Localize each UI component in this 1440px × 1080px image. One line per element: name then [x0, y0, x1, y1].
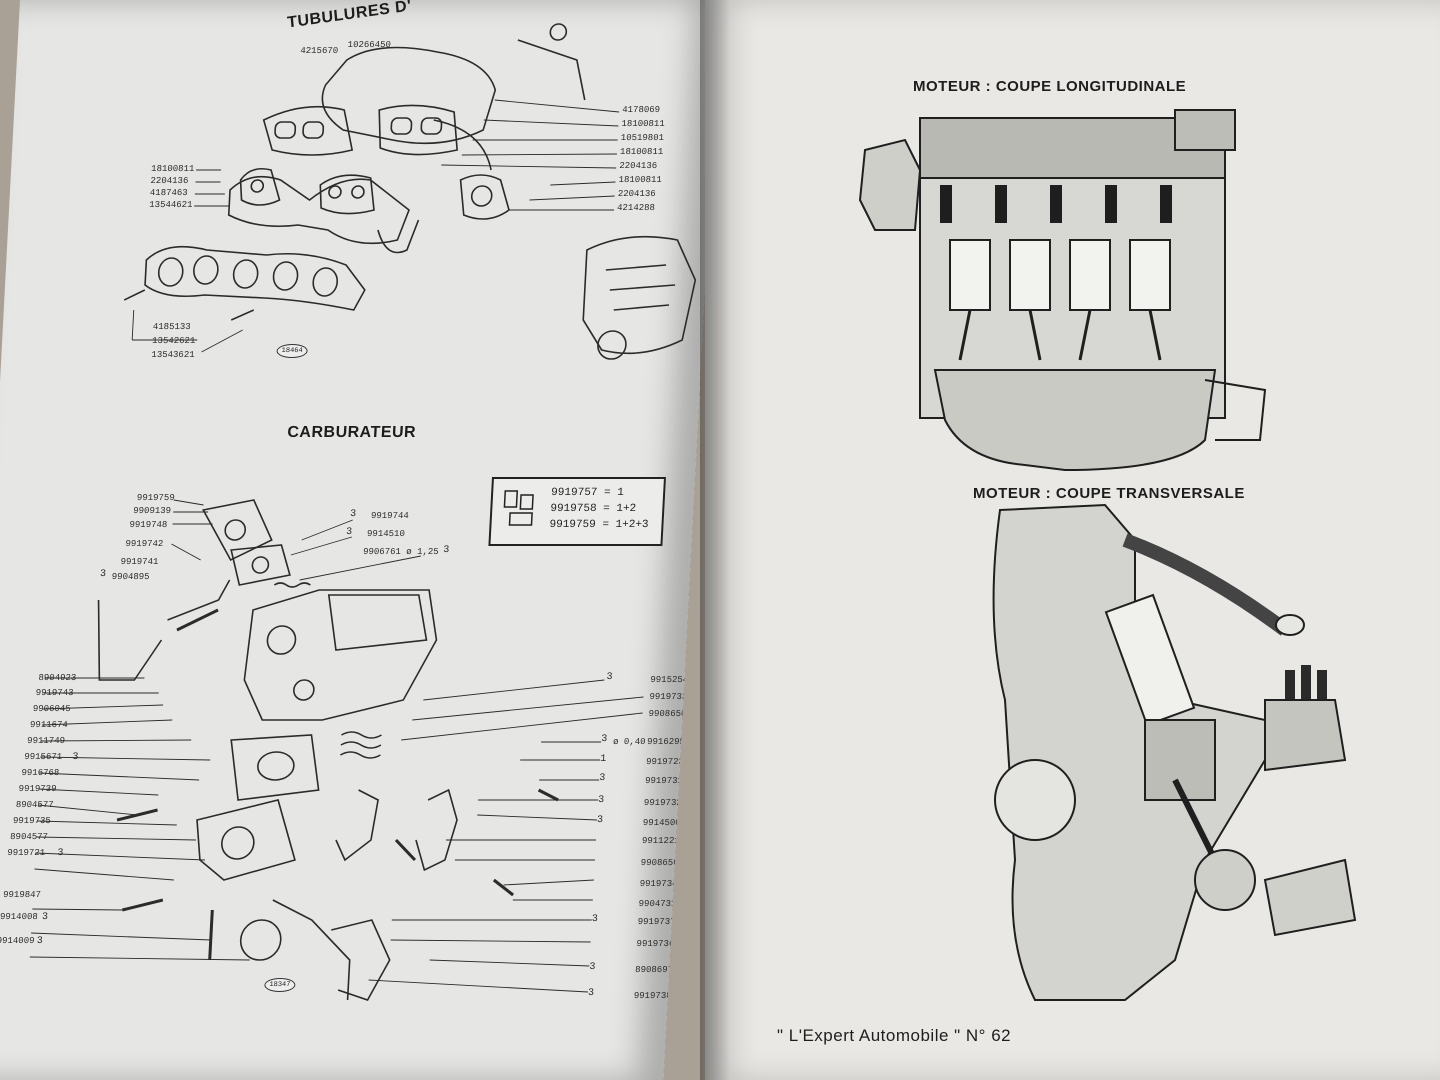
carb-quantity: 3 [600, 734, 608, 745]
carb-part-number: 9904895 [111, 572, 150, 582]
carb-quantity: 3 [41, 912, 49, 923]
publication-footer: " L'Expert Automobile " N° 62 [777, 1026, 1012, 1045]
carb-part-number: 9911221 [641, 836, 680, 846]
carb-part-number: 9914500 [642, 818, 681, 828]
carb-quantity: 3 [442, 545, 450, 556]
carb-part-number: 9919741 [120, 557, 159, 567]
carb-part-number: 9919731 [644, 776, 684, 786]
carb-part-number: 8904577 [9, 832, 49, 842]
carb-part-number: 9906761 ø 1,25 [362, 547, 439, 557]
engine-longitudinal-section [858, 109, 1267, 472]
carb-quantity: 3 [589, 962, 596, 973]
carb-quantity: 3 [349, 509, 357, 520]
carb-part-number: 9914510 [366, 529, 406, 539]
carb-quantity: 3 [597, 795, 605, 806]
carb-part-number: 9915254 [650, 675, 689, 685]
carb-part-number: 9919735 [12, 816, 52, 826]
carb-part-number: 9919759 [136, 493, 175, 503]
engine-transverse-section [992, 503, 1357, 1001]
left-page: TUBULURES D' [0, 0, 720, 1080]
right-page: MOTEUR : COUPE LONGITUDINALE [705, 0, 1440, 1080]
carb-quantity: 3 [606, 672, 613, 683]
carb-part-number: 9919732 [643, 798, 682, 808]
carb-part-number: 9914008 [0, 912, 39, 922]
carb-part-number: 9919723 [645, 757, 685, 767]
transverse-section-title: MOTEUR : COUPE TRANSVERSALE [973, 485, 1245, 502]
carb-quantity: 1 [599, 754, 607, 765]
carb-part-number: 9916768 [21, 768, 60, 778]
carb-part-number: 9919744 [370, 511, 410, 521]
carb-quantity: 3 [596, 815, 604, 826]
carb-quantity: 3 [99, 569, 107, 580]
kit-legend-box: 9919757 = 1 9919758 = 1+2 9919759 = 1+2+… [488, 477, 667, 546]
carb-quantity: 3 [591, 914, 599, 925]
carb-part-number: 8904577 [15, 800, 54, 810]
carb-part-number: 9919738 [633, 991, 672, 1001]
carb-part-number: 9904731 [638, 899, 677, 909]
carb-part-number: 9908650 [640, 858, 679, 868]
carb-part-number: 9919737 [637, 917, 676, 927]
carb-part-number: 9919736 [636, 939, 675, 949]
manifold-exploded-drawing [123, 23, 697, 360]
carb-part-number: 9919739 [18, 784, 57, 794]
carb-part-number: 8904923 [38, 673, 77, 683]
carb-quantity: 3 [72, 752, 79, 763]
carb-part-number: 9919734 [639, 879, 678, 889]
book-spine-shadow [700, 0, 730, 1080]
carb-part-number: 9919733 [649, 692, 688, 702]
carburetor-exploded-drawing [29, 499, 644, 1001]
carb-part-number: 9915671 [24, 752, 63, 762]
carb-quantity: 3 [587, 988, 595, 999]
carb-part-number: 9914009 [0, 936, 35, 946]
carb-part-number: 9909139 [132, 506, 172, 516]
carb-part-number: 9908650 [648, 709, 687, 719]
carb-part-number: 9919721 [7, 848, 46, 858]
gasket-kit-icon [503, 490, 534, 526]
carb-quantity: 3 [345, 527, 353, 538]
carb-part-number: 9919847 [2, 890, 42, 900]
carb-part-number: 9919748 [129, 520, 168, 530]
carb-part-number: 9911674 [29, 720, 69, 730]
engine-cutaway-drawings [858, 109, 1357, 1001]
carb-part-number: 8908697 [634, 965, 674, 975]
carb-quantity: 3 [598, 773, 606, 784]
carb-quantity: 3 [36, 936, 43, 947]
carb-quantity: 3 [56, 848, 64, 859]
carb-part-number: 9916295 [646, 737, 686, 747]
carb-part-number: 9919742 [125, 539, 164, 549]
longitudinal-section-title: MOTEUR : COUPE LONGITUDINALE [913, 78, 1187, 95]
carb-part-number: 9919743 [35, 688, 74, 698]
carb-jet-note: ø 0,40 [612, 737, 646, 747]
carb-part-number: 9906045 [32, 704, 71, 714]
carb-part-number: 9911749 [26, 736, 66, 746]
